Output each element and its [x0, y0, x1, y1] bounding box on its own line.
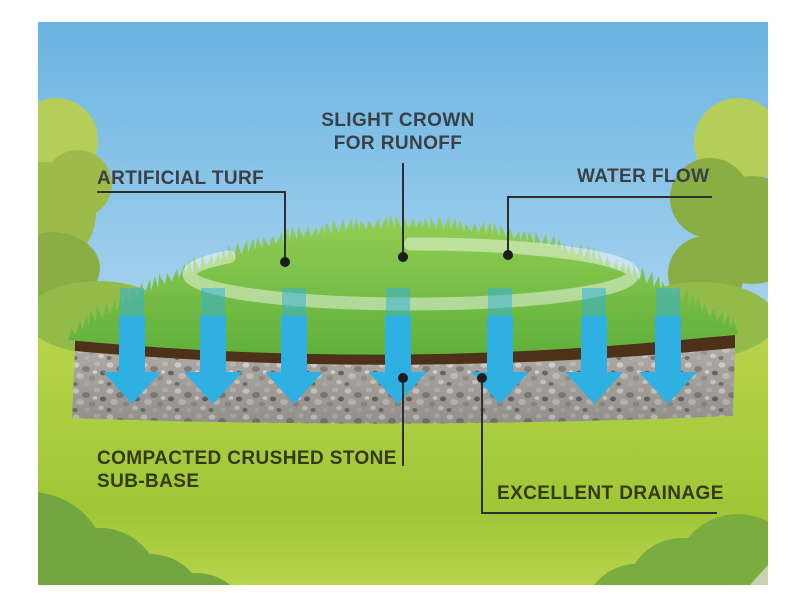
drainage-down-arrow-icon [369, 316, 427, 404]
drainage-arrow-shaft [656, 288, 680, 320]
artificial-turf-connector-line [97, 191, 286, 262]
drainage-arrow-shaft [282, 288, 306, 320]
drainage-arrow-shaft [488, 288, 512, 320]
excellent-drainage-connector-dot [477, 373, 487, 383]
drainage-arrow-shaft [582, 288, 606, 320]
corner-leaf-wedge [750, 565, 768, 585]
drainage-arrows [103, 288, 697, 404]
drainage-arrow-shaft [201, 288, 225, 320]
drainage-down-arrow-icon [565, 316, 623, 404]
turf-drainage-diagram: SLIGHT CROWN FOR RUNOFF ARTIFICIAL TURF … [38, 22, 768, 585]
artificial-turf-connector-dot [280, 257, 290, 267]
label-sub-base: COMPACTED CRUSHED STONE SUB-BASE [97, 448, 397, 492]
illustration-canvas [38, 22, 768, 585]
label-connectors [97, 163, 717, 514]
water-flow-connector-dot [503, 250, 513, 260]
label-water-flow: WATER FLOW [577, 166, 710, 187]
drainage-down-arrow-icon [471, 316, 529, 404]
drainage-down-arrow-icon [265, 316, 323, 404]
excellent-drainage-connector-line [481, 378, 717, 514]
drainage-arrow-shaft [120, 288, 144, 320]
drainage-down-arrow-icon [103, 316, 161, 404]
drainage-down-arrow-icon [184, 316, 242, 404]
label-slight-crown: SLIGHT CROWN FOR RUNOFF [321, 110, 475, 154]
label-artificial-turf: ARTIFICIAL TURF [97, 168, 265, 189]
slight-crown-connector-dot [398, 252, 408, 262]
turf-backing-layer [75, 335, 735, 365]
left-tree [38, 98, 112, 304]
label-excellent-drainage: EXCELLENT DRAINAGE [497, 483, 724, 504]
drainage-arrow-shaft [386, 288, 410, 320]
turf-mound [68, 215, 738, 355]
foreground-bush-left [38, 492, 231, 585]
crown-runoff-swoosh [182, 237, 640, 311]
water-flow-connector-line [507, 196, 712, 255]
sub-base-connector-dot [398, 373, 408, 383]
foreground-bush-right [594, 514, 768, 585]
right-tree [668, 98, 768, 312]
drainage-down-arrow-icon [639, 316, 697, 404]
